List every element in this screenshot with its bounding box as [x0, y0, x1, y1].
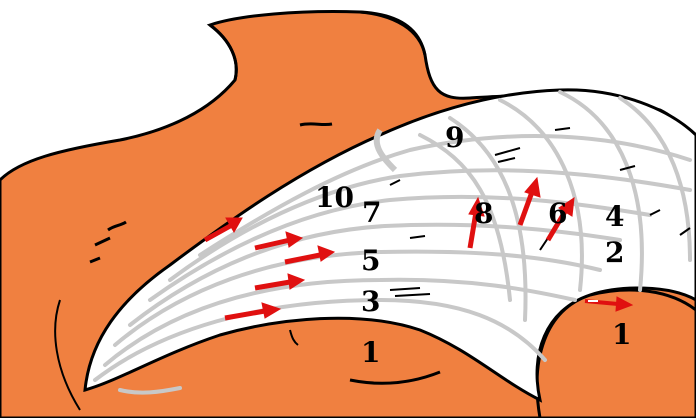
- label-6: 6: [548, 197, 567, 230]
- label-1-arm: 1: [612, 318, 631, 351]
- label-1-chest: 1: [361, 336, 380, 369]
- arrow-icon: [254, 273, 306, 291]
- label-3: 3: [361, 285, 380, 318]
- label-9: 9: [445, 121, 464, 154]
- label-10: 10: [315, 181, 354, 214]
- bandage: [83, 88, 696, 403]
- arrow-icon: [224, 302, 282, 321]
- arrow-icon: [284, 245, 336, 265]
- arrow-icon: [254, 231, 304, 251]
- label-4: 4: [605, 200, 624, 233]
- arrow-icon: [467, 196, 485, 249]
- label-8: 8: [474, 197, 493, 230]
- turn-labels: 1 1 2 3 4 5 6 7 8 9 10: [315, 121, 631, 369]
- label-7: 7: [362, 196, 381, 229]
- label-5: 5: [361, 244, 380, 277]
- label-2: 2: [605, 236, 624, 269]
- arrow-icon: [584, 296, 634, 312]
- arrow-icon: [517, 176, 541, 226]
- direction-arrows: [203, 176, 634, 321]
- arrow-icon: [203, 217, 243, 243]
- arrow-icon: [545, 196, 575, 242]
